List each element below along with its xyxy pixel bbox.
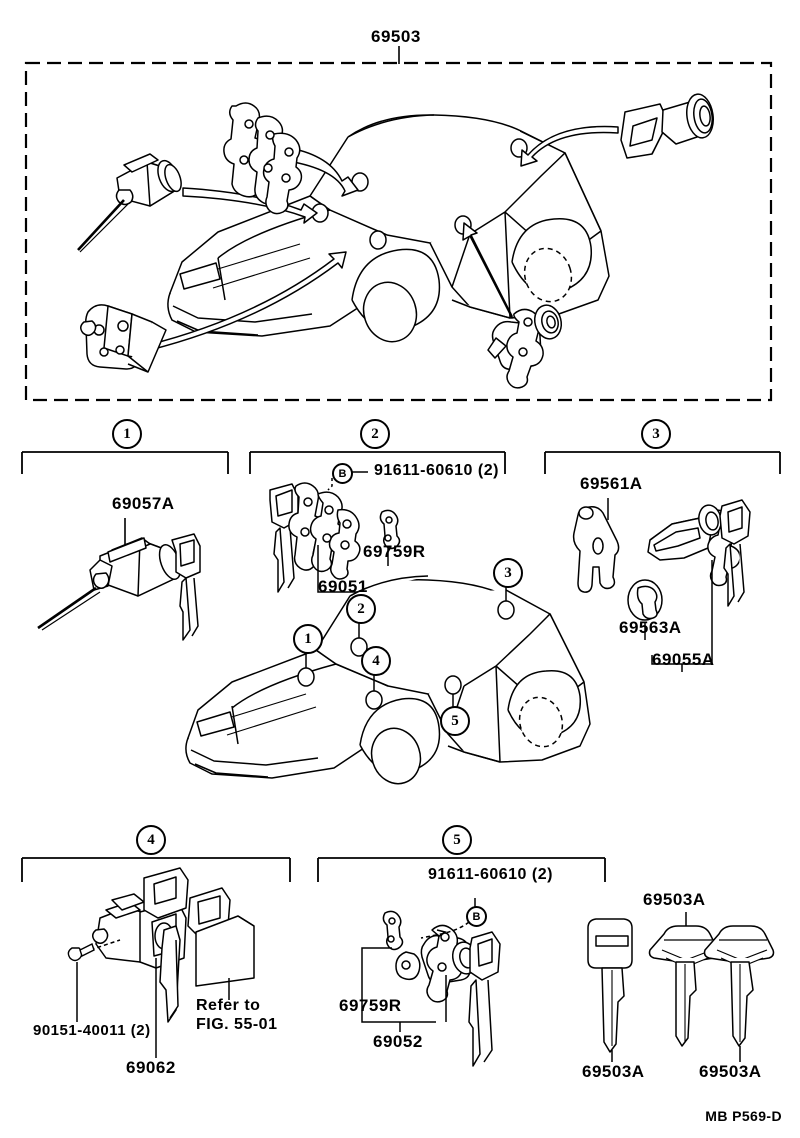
leaders-panel-5 [361, 898, 476, 1032]
label-69759R-p2: 69759R [363, 542, 426, 561]
label-fig-55-01: FIG. 55-01 [196, 1016, 278, 1033]
key-69503A-left [587, 918, 633, 1053]
bracket-panel-1 [21, 451, 229, 474]
callout-4: 4 [361, 646, 391, 676]
label-key-left-69503A: 69503A [582, 1062, 645, 1081]
bracket-panel-2 [249, 451, 506, 474]
marker-5 [444, 675, 462, 695]
panel-number-5: 5 [442, 825, 472, 855]
label-91611-60610-p5: 91611-60610 (2) [428, 866, 553, 883]
leaders-panel-4 [76, 939, 230, 1058]
label-90151-40011: 90151-40011 (2) [33, 1022, 151, 1039]
marker-3 [497, 600, 515, 620]
bracket-panel-4 [21, 857, 291, 882]
label-69057A: 69057A [112, 494, 175, 513]
car-illustration-middle [185, 575, 591, 785]
label-69051: 69051 [318, 577, 368, 596]
part-door-handle-69055A [647, 499, 751, 607]
bracket-panel-5 [317, 857, 606, 882]
panel-number-2: 2 [360, 419, 390, 449]
bracket-panel-3 [544, 451, 781, 474]
label-69052: 69052 [373, 1032, 423, 1051]
top-assembly-dashed-box [24, 61, 773, 402]
label-69062: 69062 [126, 1058, 176, 1077]
part-door-lock-assembly-p2 [269, 482, 401, 593]
label-key-mid-69503A: 69503A [643, 890, 706, 909]
key-69503A-middle [648, 925, 720, 1047]
callout-1: 1 [293, 624, 323, 654]
panel-brackets-row1 [21, 451, 781, 474]
label-91611-60610-p2: 91611-60610 (2) [374, 462, 499, 479]
part-door-lock-cylinder-top [77, 153, 182, 253]
leader-69055A [651, 560, 713, 665]
part-luggage-lock-69062 [92, 867, 255, 1023]
part-door-handle-top [620, 93, 714, 159]
top-assembly-label: 69503 [371, 27, 421, 46]
label-69055A: 69055A [652, 650, 715, 669]
lock-position-markers-middle [297, 600, 515, 710]
marker-4 [365, 690, 383, 710]
part-ignition-cylinder-p1 [37, 533, 201, 641]
leader-69759R-p5 [361, 947, 436, 1023]
part-door-lock-lowerright-top [487, 304, 563, 389]
car-illustration-top [167, 114, 610, 343]
callout-5: 5 [440, 706, 470, 736]
assembly-arrows-top [147, 125, 619, 351]
callout-2: 2 [346, 594, 376, 624]
panel-brackets-row2 [21, 857, 606, 882]
panel-number-4: 4 [136, 825, 166, 855]
part-washer-69563A [627, 579, 663, 621]
label-key-right-69503A: 69503A [699, 1062, 762, 1081]
label-69759R-p5: 69759R [339, 996, 402, 1015]
panel-number-3: 3 [641, 419, 671, 449]
label-69561A: 69561A [580, 474, 643, 493]
leaders-panel-3 [607, 498, 713, 672]
figure-footer-code: MB P569-D [705, 1108, 782, 1124]
part-lock-lever-69561A [572, 506, 620, 593]
label-refer-to: Refer to [196, 997, 261, 1014]
bolt-mark-icon-p5: B [466, 906, 487, 927]
panel-number-1: 1 [112, 419, 142, 449]
part-screw-90151 [67, 943, 95, 962]
key-69503A-right [703, 925, 775, 1047]
marker-1 [297, 667, 315, 687]
bolt-mark-icon-p2: B [332, 463, 353, 484]
part-latch-assembly-bottomleft-top [80, 304, 167, 373]
part-latch-cluster-top [223, 102, 303, 215]
label-69563A: 69563A [619, 618, 682, 637]
callout-3: 3 [493, 558, 523, 588]
leaders-keys [611, 912, 741, 1062]
